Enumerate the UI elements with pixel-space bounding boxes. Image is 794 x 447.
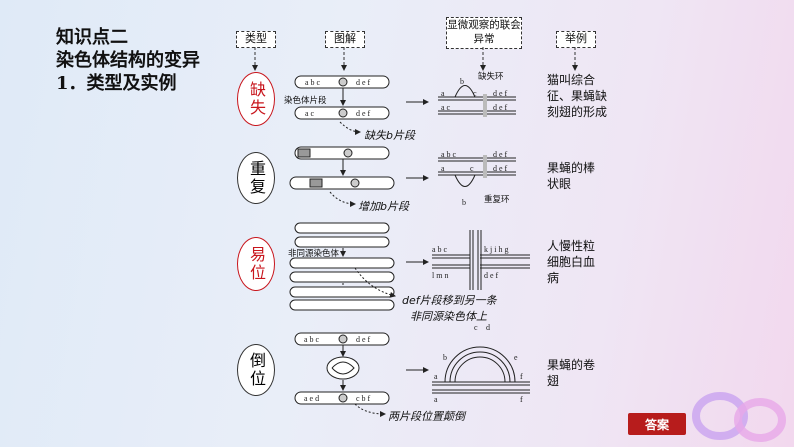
title-line-1: 知识点二 (56, 27, 128, 48)
svg-text:b: b (443, 353, 447, 362)
title-line-2: 染色体结构的变异 (56, 50, 200, 71)
note-inversion: 两片段位置颠倒 (388, 410, 465, 423)
svg-text:d e f: d e f (493, 150, 508, 159)
svg-text:d: d (486, 323, 490, 332)
note-translocation-1: def片段移到另一条 (402, 294, 497, 307)
svg-text:a b c: a b c (432, 245, 448, 254)
example-deletion: 猫叫综合征、果蝇缺刻翅的形成 (547, 73, 608, 119)
title-line-3: 1．类型及实例 (56, 73, 177, 94)
page-title: 知识点二 染色体结构的变异 1．类型及实例 (56, 26, 200, 95)
label-nonhomologous: 非同源染色体 (288, 249, 340, 259)
svg-text:d e f: d e f (356, 109, 371, 118)
header-micro: 显微观察的联会异常 (446, 17, 522, 49)
example-duplication: 果蝇的棒状眼 (547, 161, 596, 191)
decorative-rings (692, 392, 786, 442)
svg-text:c: c (470, 164, 474, 173)
svg-text:f: f (520, 395, 523, 404)
svg-text:e: e (514, 353, 518, 362)
example-translocation: 人慢性粒细胞白血病 (547, 239, 596, 285)
svg-text:a b c: a b c (441, 150, 457, 159)
svg-text:k j i h g: k j i h g (484, 245, 508, 254)
svg-text:d e f: d e f (493, 164, 508, 173)
svg-text:a: a (441, 164, 445, 173)
svg-text:d e f: d e f (493, 89, 508, 98)
label-chromosome: 染色体片段 (284, 96, 327, 106)
note-duplication: 增加b片段 (358, 200, 409, 213)
svg-text:a: a (441, 89, 445, 98)
svg-text:a e d: a e d (304, 394, 319, 403)
label-dup-loop: 重复环 (484, 195, 510, 205)
note-deletion: 缺失b片段 (364, 129, 415, 142)
svg-text:a b c: a b c (304, 335, 320, 344)
note-translocation-2: 非同源染色体上 (410, 310, 487, 323)
header-example: 举例 (556, 31, 596, 48)
label-missing-loop: 缺失环 (478, 72, 504, 82)
svg-text:d e f: d e f (356, 335, 371, 344)
type-deletion: 缺失 (237, 72, 275, 126)
example-inversion: 果蝇的卷翅 (547, 358, 596, 388)
type-translocation: 易位 (237, 237, 275, 291)
svg-text:a: a (434, 395, 438, 404)
type-inversion: 倒位 (237, 344, 275, 396)
svg-text:l m n: l m n (432, 271, 448, 280)
type-duplication: 重复 (237, 152, 275, 204)
svg-text:d e f: d e f (356, 78, 371, 87)
svg-text:c: c (474, 323, 478, 332)
svg-text:c: c (473, 89, 477, 98)
svg-text:b: b (462, 198, 466, 207)
svg-text:f: f (520, 372, 523, 381)
svg-text:c b f: c b f (356, 394, 371, 403)
svg-text:a c: a c (305, 109, 315, 118)
header-diagram: 图解 (325, 31, 365, 48)
svg-text:a b c: a b c (305, 78, 321, 87)
deletion-chromosomes (294, 75, 390, 120)
svg-text:a: a (434, 372, 438, 381)
answer-button[interactable]: 答案 (628, 413, 686, 435)
header-type: 类型 (236, 31, 276, 48)
svg-text:b: b (460, 77, 464, 86)
svg-text:a c: a c (441, 103, 451, 112)
svg-text:d e f: d e f (493, 103, 508, 112)
header-micro-text: 显微观察的联会异常 (447, 19, 521, 45)
svg-text:d e f: d e f (484, 271, 499, 280)
